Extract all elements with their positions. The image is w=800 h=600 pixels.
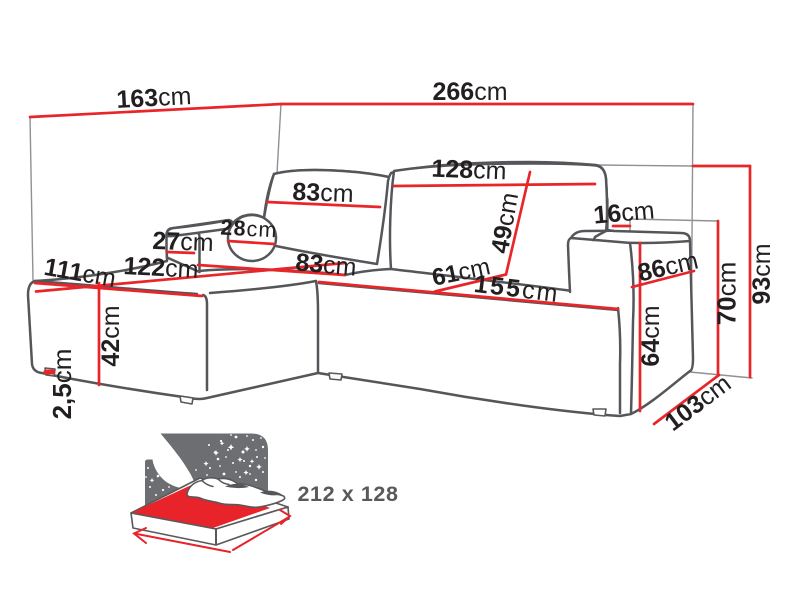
- svg-text:212 x 128: 212 x 128: [297, 482, 398, 506]
- svg-text:2,5cm: 2,5cm: [47, 349, 77, 420]
- svg-text:122cm: 122cm: [123, 252, 199, 284]
- svg-text:163cm: 163cm: [116, 82, 192, 114]
- svg-text:42cm: 42cm: [97, 305, 125, 366]
- svg-text:70cm: 70cm: [712, 262, 742, 326]
- svg-text:266cm: 266cm: [432, 78, 507, 106]
- svg-text:64cm: 64cm: [637, 305, 665, 366]
- svg-text:86cm: 86cm: [635, 246, 701, 287]
- svg-text:16cm: 16cm: [592, 196, 655, 229]
- svg-text:27cm: 27cm: [152, 227, 214, 257]
- svg-text:93cm: 93cm: [748, 243, 776, 304]
- svg-text:28cm: 28cm: [220, 215, 278, 242]
- svg-text:83cm: 83cm: [292, 178, 354, 208]
- svg-text:128cm: 128cm: [431, 155, 507, 186]
- svg-text:83cm: 83cm: [294, 248, 357, 281]
- svg-text:49cm: 49cm: [486, 190, 524, 255]
